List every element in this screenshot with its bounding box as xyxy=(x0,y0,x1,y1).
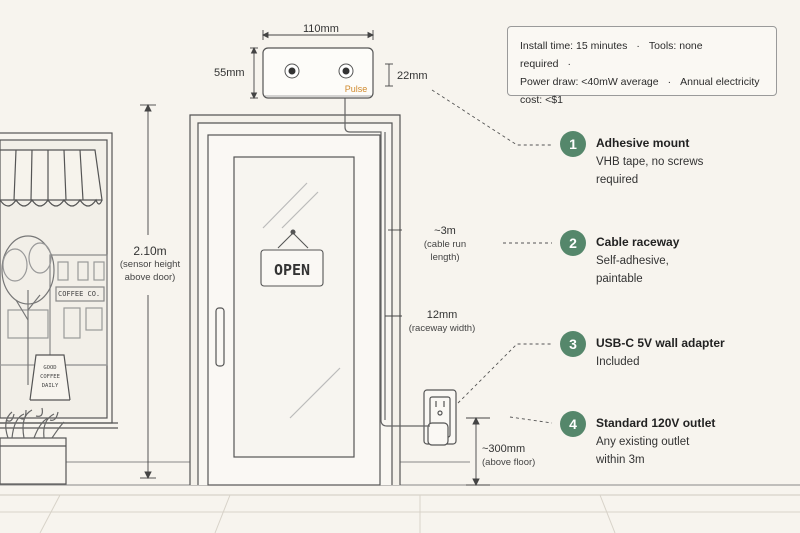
callout-standard-outlet: 4 Standard 120V outlet Any existing outl… xyxy=(560,411,790,471)
cable-length-note: (cable run length) xyxy=(423,239,467,263)
info-install-time: Install time: 15 minutes xyxy=(520,40,628,52)
callout-number: 3 xyxy=(560,331,586,357)
sensor-width-label: 110mm xyxy=(303,23,339,35)
sidewalk-sign: GOOD COFFEE DAILY xyxy=(36,364,64,391)
info-power-draw: Power draw: <40mW average xyxy=(520,76,659,88)
mount-height-value: 2.10m xyxy=(133,244,167,258)
callout-cable-raceway: 2 Cable raceway Self-adhesive, paintable xyxy=(560,230,790,290)
callout-desc: VHB tape, no screws required xyxy=(596,156,704,186)
outlet-height-note: (above floor) xyxy=(482,457,536,468)
open-sign xyxy=(260,229,324,287)
outlet-height-value: ~300mm xyxy=(482,443,526,455)
storefront-window xyxy=(0,132,118,485)
callout-usb-adapter: 3 USB-C 5V wall adapter Included xyxy=(560,331,790,375)
sensor-depth-label: 22mm xyxy=(397,70,428,82)
callout-desc: Any existing outlet within 3m xyxy=(596,436,690,466)
info-tools: Tools: none required xyxy=(520,40,703,70)
callout-title: Cable raceway xyxy=(596,235,680,249)
install-info-box: Install time: 15 minutes·Tools: none req… xyxy=(507,26,777,106)
cable-length-value: ~3m xyxy=(434,225,456,237)
dimension-lines xyxy=(140,30,490,487)
separator-dot: · xyxy=(667,76,672,88)
sidewalk-sign-line: GOOD xyxy=(43,365,57,371)
callout-leaders xyxy=(431,89,553,424)
raceway-width-value: 12mm xyxy=(426,309,458,321)
callout-desc: Self-adhesive, paintable xyxy=(596,255,669,285)
open-sign-text: OPEN xyxy=(274,261,310,279)
mount-height-label: 2.10m (sensor height above door) xyxy=(116,244,184,284)
callout-number: 2 xyxy=(560,230,586,256)
wall-outlet xyxy=(423,389,457,446)
sidewalk-sign-line: DAILY xyxy=(41,383,59,389)
outlet-height-label: ~300mm (above floor) xyxy=(482,442,542,469)
info-line-2: Power draw: <40mW average ·Annual electri… xyxy=(520,73,764,109)
callout-title: Adhesive mount xyxy=(596,136,690,150)
callout-number: 1 xyxy=(560,131,586,157)
info-line-1: Install time: 15 minutes ·Tools: none req… xyxy=(520,37,764,73)
cable-length-label: ~3m (cable run length) xyxy=(412,224,478,264)
door xyxy=(207,134,381,486)
separator-dot: · xyxy=(567,58,572,70)
cable-raceway xyxy=(344,98,430,427)
raceway-width-label: 12mm (raceway width) xyxy=(406,308,478,335)
callout-number: 4 xyxy=(560,411,586,437)
floor xyxy=(0,484,800,533)
mount-height-note: (sensor height above door) xyxy=(119,259,181,283)
callout-adhesive-mount: 1 Adhesive mount VHB tape, no screws req… xyxy=(560,131,790,191)
sidewalk-sign-line: COFFEE xyxy=(40,374,60,380)
callout-title: Standard 120V outlet xyxy=(596,416,716,430)
separator-dot: · xyxy=(636,40,640,52)
sensor-device xyxy=(262,47,374,99)
sensor-brand: Pulse xyxy=(345,84,368,94)
info-annual-cost: Annual electricity cost: <$1 xyxy=(520,76,760,106)
callout-desc: Included xyxy=(596,356,640,368)
callout-title: USB-C 5V wall adapter xyxy=(596,336,725,350)
raceway-width-note: (raceway width) xyxy=(408,323,476,334)
shop-sign: COFFEE CO. xyxy=(58,290,101,298)
sensor-height-label: 55mm xyxy=(214,67,245,79)
